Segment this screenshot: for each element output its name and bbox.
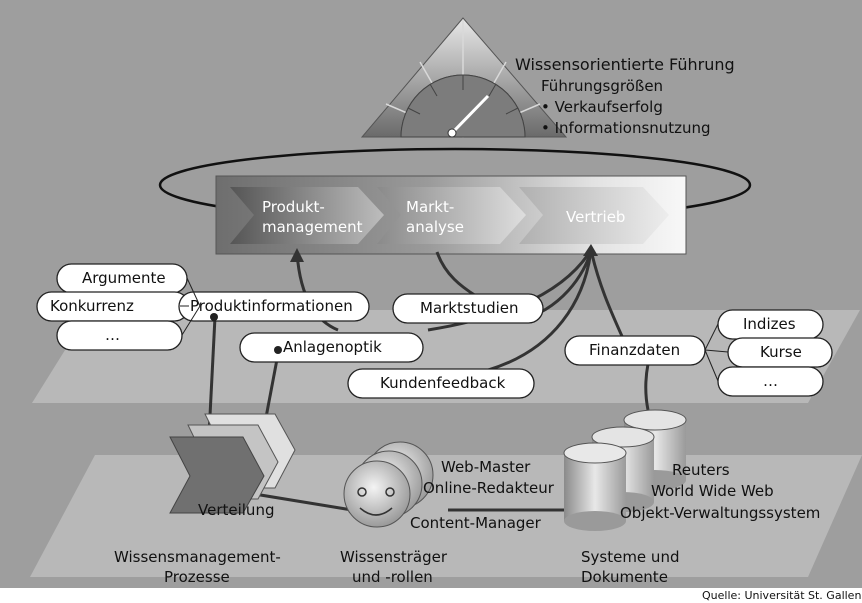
pill-kundenfeedback	[347, 368, 535, 399]
pill-finanzdaten-label: Finanzdaten	[589, 341, 680, 359]
middle-layer	[32, 310, 860, 403]
pill-ellipsis-right-label: …	[763, 372, 778, 390]
caption-traeger-2: und -rollen	[352, 568, 433, 586]
pill-kurse-label: Kurse	[760, 343, 802, 361]
role-web-master: Web-Master	[441, 458, 531, 476]
arrow-head-produkt	[290, 248, 304, 262]
role-faces	[343, 441, 434, 528]
leadership-bullet-2: • Informationsnutzung	[541, 119, 711, 137]
leadership-subtitle: Führungsgrößen	[541, 77, 663, 95]
chevron-label-management: management	[262, 218, 363, 236]
leadership-title: Wissensorientierte Führung	[515, 55, 735, 74]
pill-kundenfeedback-label: Kundenfeedback	[380, 374, 506, 392]
arrow-head-vertrieb	[583, 244, 598, 256]
source-note: Quelle: Universität St. Gallen	[702, 589, 861, 602]
pill-konkurrenz-label: Konkurrenz	[50, 297, 134, 315]
chevron-label-analyse: analyse	[406, 218, 464, 236]
pill-marktstudien	[392, 293, 544, 324]
process-chevrons-stack	[169, 413, 296, 514]
pill-produktinformationen	[178, 291, 370, 322]
caption-prozesse-2: Prozesse	[164, 568, 230, 586]
leadership-bullet-1: • Verkaufserfolg	[541, 98, 663, 116]
pill-ellipsis-left-label: …	[105, 326, 120, 344]
chevron-marktanalyse	[377, 187, 526, 244]
role-online-redakteur: Online-Redakteur	[423, 479, 555, 497]
role-content-manager: Content-Manager	[410, 514, 542, 532]
leadership-pyramid	[360, 17, 568, 138]
chevron-vertrieb	[519, 187, 669, 244]
system-reuters: Reuters	[672, 461, 730, 479]
pill-marktstudien-label: Marktstudien	[420, 299, 519, 317]
pill-anlagenoptik-label: Anlagenoptik	[283, 338, 382, 356]
pill-ellipsis-right	[717, 366, 824, 397]
gauge-needle	[450, 94, 490, 135]
chevron-label-vertrieb: Vertrieb	[566, 208, 625, 226]
verteilung-label: Verteilung	[198, 501, 274, 519]
pill-produktinformationen-label: Produktinformationen	[190, 297, 353, 315]
caption-systeme-2: Dokumente	[581, 568, 668, 586]
pill-anlagenoptik	[239, 332, 424, 363]
system-objekt-verwaltung: Objekt-Verwaltungssystem	[620, 504, 820, 522]
chevron-produktmanagement	[230, 187, 384, 244]
pill-indizes-label: Indizes	[743, 315, 796, 333]
chevron-label-produkt: Produkt-	[262, 198, 325, 216]
caption-traeger-1: Wissensträger	[340, 548, 448, 566]
pill-argumente-label: Argumente	[82, 269, 166, 287]
system-cylinders	[563, 409, 687, 531]
caption-prozesse-1: Wissensmanagement-	[114, 548, 281, 566]
pill-ellipsis-left	[56, 320, 183, 351]
chevron-label-markt: Markt-	[406, 198, 454, 216]
caption-systeme-1: Systeme und	[581, 548, 679, 566]
system-www: World Wide Web	[651, 482, 774, 500]
